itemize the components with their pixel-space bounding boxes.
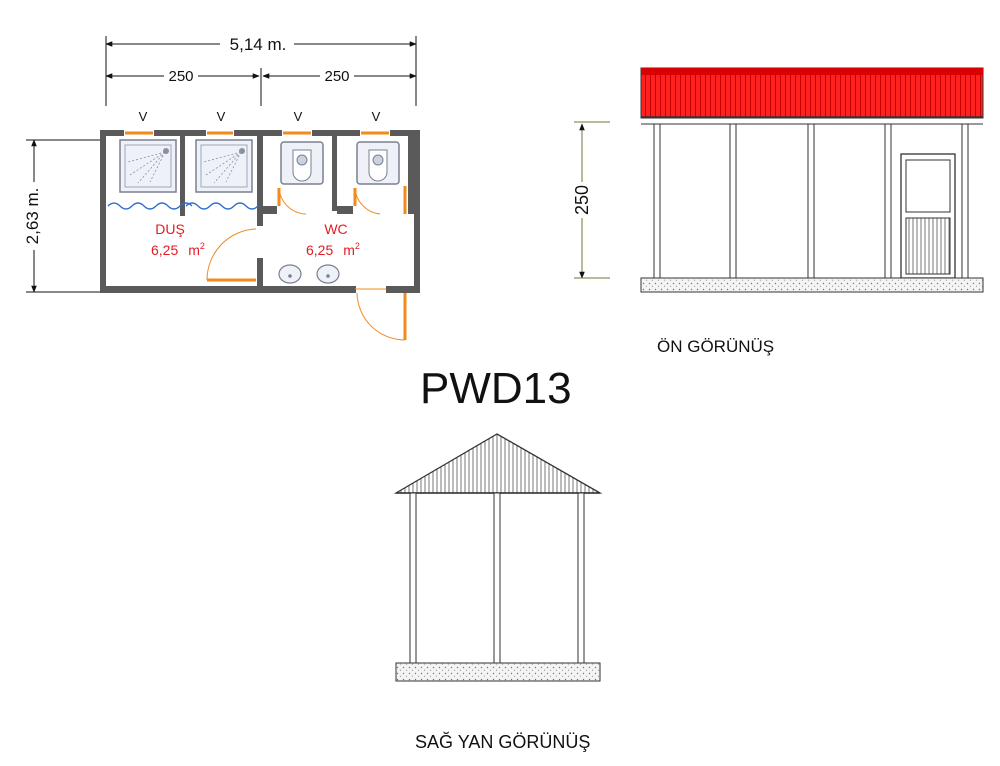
window-mark: V [217, 109, 226, 124]
front-door [900, 153, 956, 279]
sink [278, 264, 302, 284]
room-name-wc: WC [324, 221, 347, 237]
segment-right-label: 250 [324, 68, 349, 85]
drawing-title: PWD13 [420, 364, 572, 413]
window-mark: V [139, 109, 148, 124]
toilet-pan [280, 141, 324, 185]
height-label: 250 [572, 185, 592, 215]
shower-tray [119, 139, 177, 193]
room-name-dus: DUŞ [155, 221, 185, 237]
doors [206, 186, 407, 341]
window-mark: V [294, 109, 303, 124]
roof [640, 67, 984, 119]
shower-curtain [107, 202, 193, 210]
shower-curtain [185, 202, 259, 210]
front-elevation: 250 [572, 67, 984, 293]
depth-label: 2,63 m. [23, 188, 42, 245]
floor-plan: 5,14 m. 250 250 2,63 m. V V V V [22, 33, 420, 341]
foundation [640, 277, 984, 293]
toilet-pan [356, 141, 400, 185]
posts [409, 492, 585, 664]
total-width-label: 5,14 m. [230, 35, 287, 54]
shower-tray [195, 139, 253, 193]
window-mark: V [372, 109, 381, 124]
foundation [395, 662, 601, 682]
walls [100, 130, 420, 293]
front-view-caption: ÖN GÖRÜNÜŞ [657, 337, 775, 356]
segment-left-label: 250 [168, 68, 193, 85]
side-view-caption: SAĞ YAN GÖRÜNÜŞ [415, 732, 591, 752]
gable-roof [393, 433, 603, 494]
sink [316, 264, 340, 284]
side-elevation [393, 433, 603, 682]
